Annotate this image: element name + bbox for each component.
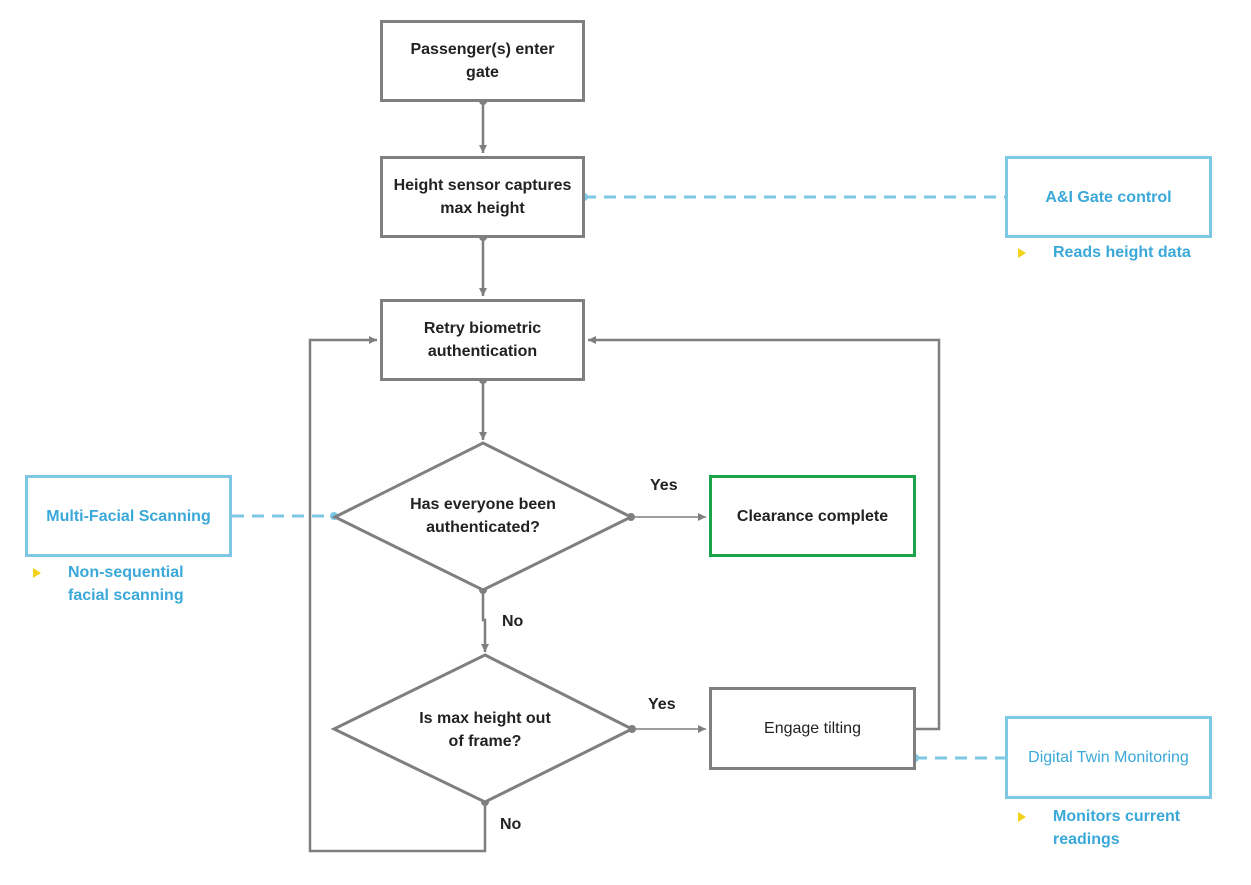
node-height-sensor-label: Height sensor captures max height: [393, 177, 572, 217]
external-digital-twin: Digital Twin Monitoring: [1005, 716, 1212, 799]
edge-height-no-loop: [308, 336, 487, 853]
edge-everyone-no: [481, 590, 489, 652]
node-enter-gate-label: Passenger(s) enter gate: [410, 41, 555, 81]
node-engage-tilting: Engage tilting: [709, 687, 916, 770]
external-digital-twin-title: Digital Twin Monitoring: [1028, 749, 1189, 766]
bullet-marker: [1018, 812, 1026, 822]
decision-height-text: Is max height out of frame?: [419, 710, 551, 750]
node-retry-auth-label: Retry biometric authentication: [423, 320, 542, 360]
node-clearance-label: Clearance complete: [736, 507, 889, 525]
decision-height-diamond: [330, 653, 636, 804]
decision-everyone-text: Has everyone been authenticated?: [410, 496, 556, 536]
edge-label-height-no: No: [500, 816, 522, 833]
decision-height-label: Is max height out of frame?: [415, 700, 555, 760]
node-engage-tilting-label: Engage tilting: [764, 720, 861, 737]
edge-tilting-loop: [588, 336, 941, 731]
external-gate-control-title: A&I Gate control: [1045, 188, 1172, 206]
external-gate-control-note: Reads height data: [1053, 244, 1191, 261]
node-enter-gate: Passenger(s) enter gate: [380, 20, 585, 102]
external-multi-facial-note: Non-sequential facial scanning: [68, 564, 184, 604]
external-multi-facial-title: Multi-Facial Scanning: [46, 507, 211, 525]
node-clearance: Clearance complete: [709, 475, 916, 557]
node-height-sensor: Height sensor captures max height: [380, 156, 585, 238]
node-retry-auth: Retry biometric authentication: [380, 299, 585, 381]
edge-label-everyone-no: No: [502, 613, 524, 630]
external-multi-facial: Multi-Facial Scanning: [25, 475, 232, 557]
bullet-marker: [1018, 248, 1026, 258]
edge-label-height-yes: Yes: [648, 696, 676, 713]
edge-label-everyone-yes: Yes: [650, 477, 678, 494]
decision-everyone-diamond: [331, 441, 635, 592]
external-gate-control: A&I Gate control: [1005, 156, 1212, 238]
external-digital-twin-note: Monitors current readings: [1053, 808, 1181, 848]
bullet-marker: [33, 568, 41, 578]
decision-everyone-label: Has everyone been authenticated?: [405, 480, 561, 552]
